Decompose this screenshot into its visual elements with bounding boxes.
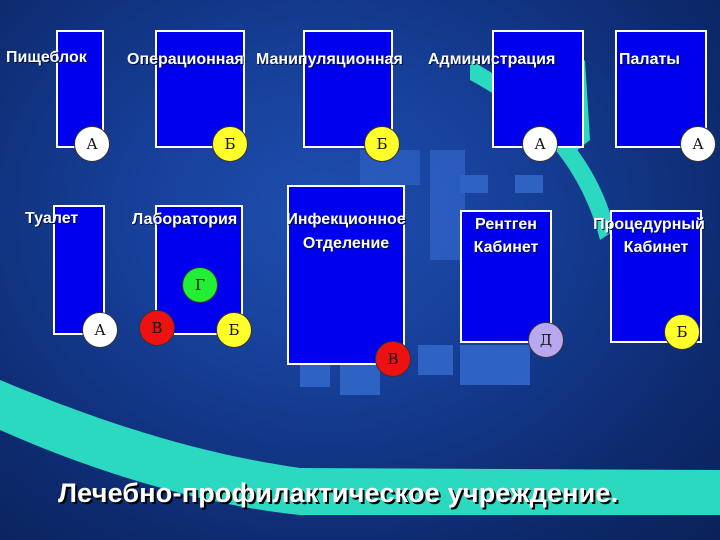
badge-tualet: А	[82, 312, 118, 348]
bg-block-4	[460, 345, 530, 385]
footer-title: Лечебно-профилактическое учреждение.	[58, 478, 619, 508]
bg-block-3	[515, 175, 543, 193]
label-infektsionnoe-line1: Инфекционное	[286, 211, 406, 228]
label-operatsionnaya: Операционная	[127, 51, 244, 68]
teal-curve-right	[470, 60, 615, 240]
room-infektsionnoe[interactable]	[287, 185, 405, 365]
room-pishcheblok[interactable]	[56, 30, 104, 148]
label-laboratoriya: Лаборатория	[132, 211, 238, 228]
badge-infektsionnoe: В	[375, 341, 411, 377]
badge-palaty: А	[680, 126, 716, 162]
label-palaty: Палаты	[619, 51, 680, 68]
bg-block-6	[340, 360, 380, 395]
label-manipulyatsionnaya: Манипуляционная	[256, 51, 403, 68]
label-rentgen-line2: Кабинет	[473, 239, 539, 256]
label-administratsiya: Администрация	[428, 51, 556, 68]
label-protsedurny-line2: Кабинет	[623, 239, 689, 256]
badge-operatsionnaya: Б	[212, 126, 248, 162]
badge-administratsiya: А	[522, 126, 558, 162]
label-rentgen-line1: Рентген	[475, 216, 537, 233]
room-rentgen[interactable]	[460, 210, 552, 343]
badge-laboratoriya-right: Б	[216, 312, 252, 348]
label-tualet: Туалет	[25, 210, 79, 227]
label-protsedurny-line1: Процедурный	[593, 216, 705, 233]
badge-laboratoriya-left: В	[139, 310, 175, 346]
badge-laboratoriya-top: Г	[182, 267, 218, 303]
bg-block-1	[430, 150, 465, 260]
badge-manipulyatsionnaya: Б	[364, 126, 400, 162]
badge-pishcheblok: А	[74, 126, 110, 162]
teal-swoosh	[0, 380, 720, 515]
bg-block-2	[460, 175, 488, 193]
badge-rentgen: Д	[528, 322, 564, 358]
label-pishcheblok: Пищеблок	[6, 49, 87, 66]
badge-protsedurny: Б	[664, 314, 700, 350]
bg-block-7	[418, 345, 453, 375]
label-infektsionnoe-line2: Отделение	[302, 235, 390, 252]
bg-block-5	[300, 365, 330, 387]
